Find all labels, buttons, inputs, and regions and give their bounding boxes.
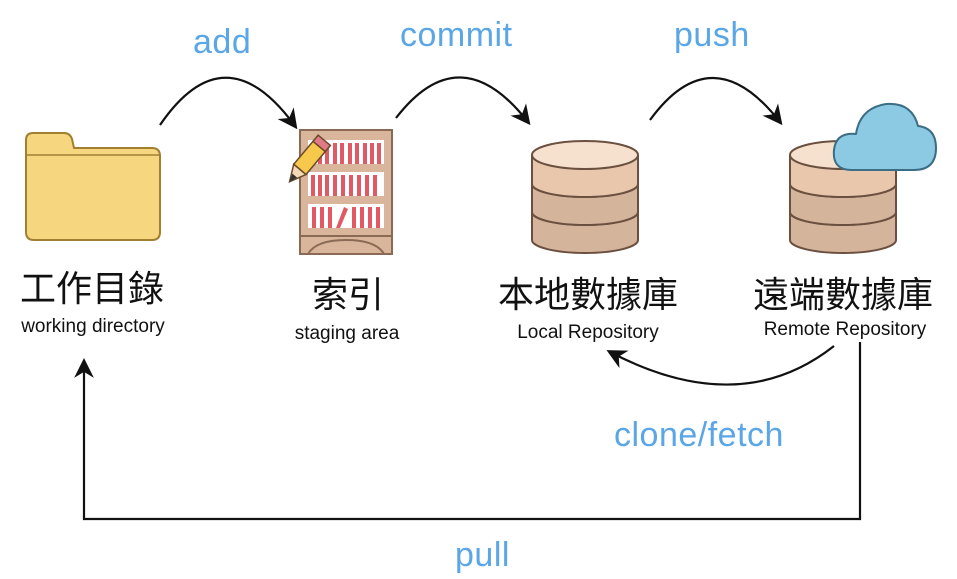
- pull-arrow: [74, 342, 862, 521]
- push-label: push: [674, 16, 750, 54]
- local-repository-title: 本地數據庫: [497, 275, 679, 316]
- add-arrow: [159, 76, 298, 130]
- remote-repository-title: 遠端數據庫: [752, 275, 934, 316]
- push-arrow: [649, 76, 783, 126]
- working-directory-subtitle: working directory: [21, 316, 165, 337]
- staging-area-subtitle: staging area: [294, 323, 400, 344]
- cloud-database-icon: [789, 102, 937, 254]
- folder-icon: [25, 132, 161, 241]
- pull-label: pull: [455, 536, 510, 574]
- commit-label: commit: [400, 16, 513, 54]
- commit-arrow: [395, 76, 531, 126]
- add-label: add: [193, 23, 252, 61]
- bookshelf-icon: [288, 129, 393, 255]
- clone-fetch-label: clone/fetch: [614, 416, 784, 454]
- database-icon: [531, 140, 639, 254]
- working-directory-title: 工作目錄: [19, 269, 165, 310]
- remote-repository-subtitle: Remote Repository: [763, 319, 927, 340]
- clone-fetch-arrow: [606, 345, 835, 386]
- staging-area-title: 索引: [311, 275, 385, 316]
- local-repository-subtitle: Local Repository: [517, 322, 659, 343]
